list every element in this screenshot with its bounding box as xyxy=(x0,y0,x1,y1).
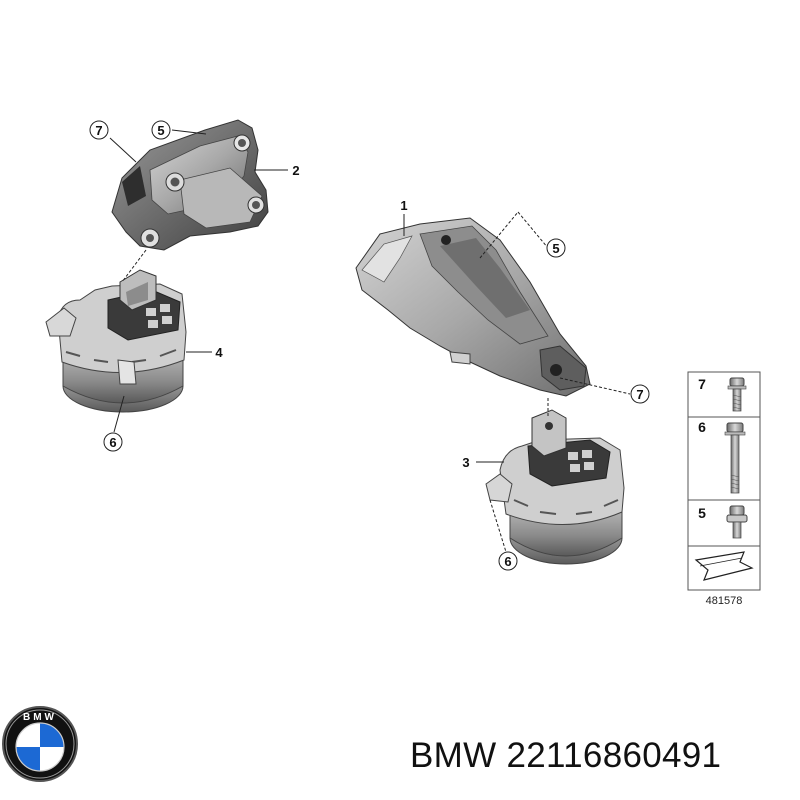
reference-number: 481578 xyxy=(706,595,743,607)
callout-7-right: 7 xyxy=(630,384,650,404)
bmw-logo: BMW xyxy=(2,706,78,782)
bolt-long-icon xyxy=(724,422,746,494)
engine-mount-part-4 xyxy=(45,269,187,413)
svg-text:6: 6 xyxy=(504,554,511,569)
svg-text:7: 7 xyxy=(95,123,102,138)
callout-5-right: 5 xyxy=(546,238,566,258)
fastener-panel: 7 6 5 xyxy=(687,371,761,607)
svg-text:BMW: BMW xyxy=(23,712,57,723)
callout-7-top-left: 7 xyxy=(89,120,109,140)
callout-5-top-left: 5 xyxy=(151,120,171,140)
svg-text:1: 1 xyxy=(400,198,407,213)
callout-6-right: 6 xyxy=(498,551,518,571)
callout-1: 1 xyxy=(400,198,407,213)
svg-text:6: 6 xyxy=(109,435,116,450)
fastener-row-5: 5 xyxy=(698,505,748,539)
svg-text:7: 7 xyxy=(636,387,643,402)
callout-3: 3 xyxy=(462,455,469,470)
engine-mount-part-3 xyxy=(485,409,625,565)
support-arm-part-1 xyxy=(355,217,591,397)
fastener-row-7: 7 xyxy=(698,376,747,412)
leader-lines xyxy=(109,129,631,553)
svg-text:2: 2 xyxy=(292,163,299,178)
svg-text:7: 7 xyxy=(698,376,706,392)
part-caption: BMW 22116860491 xyxy=(410,736,722,775)
callout-4: 4 xyxy=(215,345,223,360)
engine-bracket-part-2 xyxy=(111,119,269,251)
svg-text:4: 4 xyxy=(215,345,223,360)
arrow-symbol-icon xyxy=(694,551,754,581)
svg-text:5: 5 xyxy=(698,505,706,521)
svg-text:5: 5 xyxy=(157,123,164,138)
bolt-short-icon xyxy=(727,377,747,412)
callout-6-left: 6 xyxy=(103,432,123,452)
callout-2: 2 xyxy=(292,163,299,178)
svg-text:5: 5 xyxy=(552,241,559,256)
nut-icon xyxy=(726,505,748,539)
svg-text:3: 3 xyxy=(462,455,469,470)
svg-text:6: 6 xyxy=(698,419,706,435)
fastener-row-6: 6 xyxy=(698,419,746,494)
